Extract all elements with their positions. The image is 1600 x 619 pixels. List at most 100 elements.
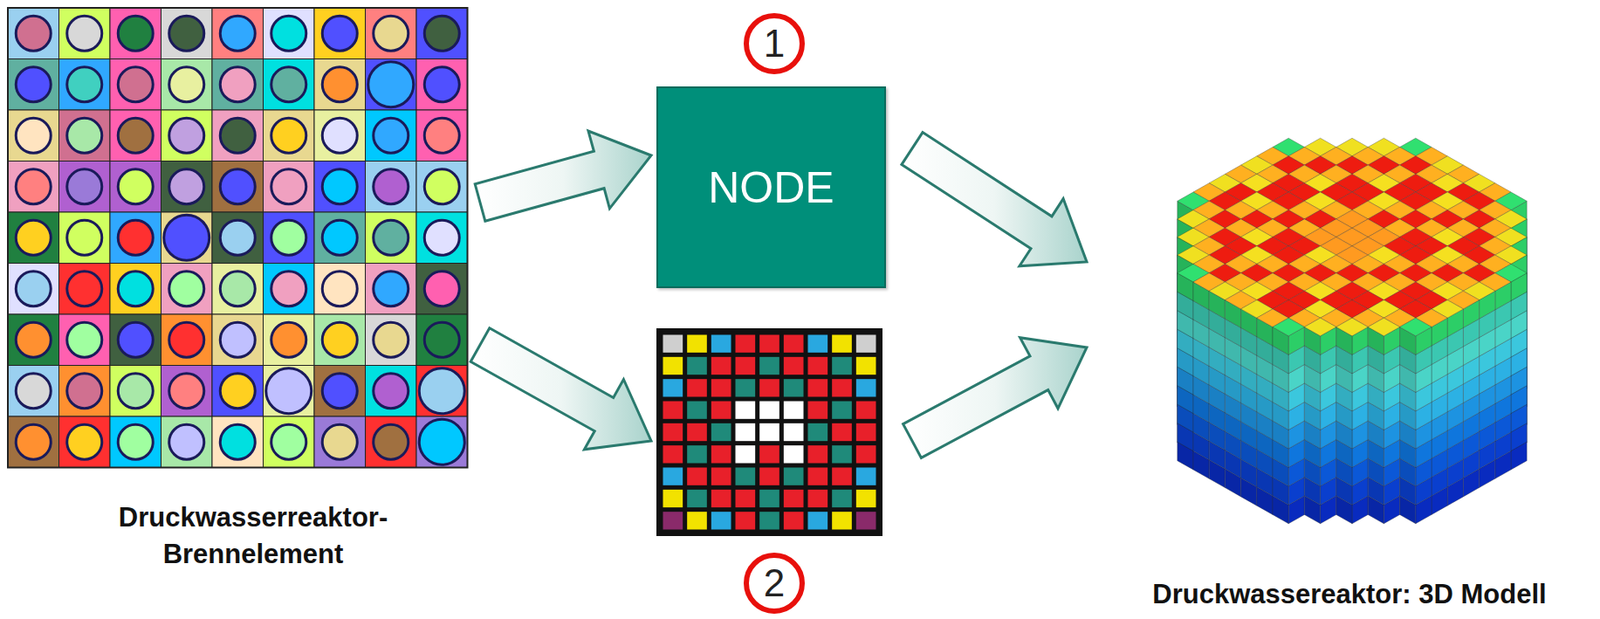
- lattice-cell: [759, 401, 780, 419]
- lattice-cell: [808, 445, 829, 463]
- fuel-pin: [271, 67, 307, 103]
- fuel-pin: [322, 424, 358, 460]
- pin-cell: [7, 109, 60, 162]
- fuel-pin: [322, 117, 358, 153]
- fuel-pin: [15, 271, 51, 307]
- fuel-pin: [424, 271, 460, 307]
- block-arrows: [470, 130, 1087, 458]
- pin-cell: [7, 314, 60, 366]
- pin-cell: [212, 161, 264, 213]
- lattice-cell: [808, 489, 829, 508]
- block-arrow: [470, 328, 652, 450]
- fuel-pin: [424, 322, 460, 358]
- fuel-pin: [219, 15, 255, 51]
- lattice-cell: [856, 445, 877, 463]
- voxel-face: [1304, 317, 1336, 337]
- pin-cell: [314, 314, 366, 366]
- pin-cell: [109, 212, 162, 264]
- block-arrow: [901, 132, 1087, 267]
- pin-cell: [263, 212, 316, 264]
- pin-cell: [416, 7, 468, 60]
- fuel-pin: [67, 117, 103, 153]
- fuel-pin: [169, 373, 205, 409]
- pin-cell: [365, 212, 418, 264]
- fuel-pin: [67, 424, 103, 460]
- fuel-pin: [117, 67, 153, 103]
- pin-cell: [263, 161, 316, 213]
- fuel-pin: [373, 169, 409, 205]
- pin-cell: [212, 263, 264, 316]
- pin-cell: [314, 161, 366, 213]
- pin-cell: [416, 59, 468, 111]
- pin-cell: [365, 416, 418, 468]
- lattice-cell: [831, 378, 852, 397]
- pin-cell: [314, 59, 366, 111]
- pin-cell: [7, 416, 60, 468]
- pin-cell: [263, 59, 316, 111]
- pin-cell: [212, 59, 264, 111]
- voxel-face: [1272, 317, 1305, 337]
- fuel-pin: [15, 117, 51, 153]
- core-model: [1177, 137, 1527, 524]
- pin-cell: [263, 263, 316, 316]
- fuel-pin: [271, 424, 307, 460]
- lattice-cell: [711, 378, 732, 397]
- pin-cell: [109, 416, 162, 468]
- pin-cell: [314, 263, 366, 316]
- lattice-cell: [735, 357, 756, 375]
- pin-cell: [109, 59, 162, 111]
- lattice-cell: [856, 401, 877, 419]
- lattice-cell: [735, 489, 756, 508]
- lattice-cell: [759, 445, 780, 463]
- fuel-pin: [322, 169, 358, 205]
- pin-cell: [109, 109, 162, 162]
- fuel-pin: [266, 368, 312, 414]
- lattice-cell: [663, 467, 684, 486]
- lattice-cell: [711, 445, 732, 463]
- fuel-pin: [373, 322, 409, 358]
- pin-cell: [109, 314, 162, 366]
- lattice-cell: [759, 378, 780, 397]
- pin-cell: [416, 416, 468, 468]
- lattice-cell: [686, 401, 708, 419]
- pin-cell: [365, 365, 418, 418]
- pin-cell: [59, 161, 111, 213]
- lattice-cell: [735, 467, 756, 486]
- pin-cell: [314, 7, 366, 60]
- lattice-cell: [711, 401, 732, 419]
- fuel-pin: [15, 219, 51, 255]
- fuel-pin: [117, 373, 153, 409]
- fuel-pin: [219, 219, 255, 255]
- lattice-cell: [663, 445, 684, 463]
- fuel-pin: [271, 117, 307, 153]
- fuel-pin: [117, 219, 153, 255]
- lattice-cell: [831, 445, 852, 463]
- pin-cell: [109, 365, 162, 418]
- lattice-cell: [831, 423, 852, 441]
- fuel-pin: [67, 169, 103, 205]
- pin-cell: [109, 7, 162, 60]
- lattice-cell: [808, 401, 829, 419]
- lattice-cell: [759, 335, 780, 353]
- lattice-cell: [711, 511, 732, 529]
- fuel-pin: [322, 322, 358, 358]
- pin-cell: [59, 7, 111, 60]
- fuel-pin: [117, 169, 153, 205]
- fuel-pin: [322, 67, 358, 103]
- lattice-cell: [735, 511, 756, 529]
- pin-cell: [161, 59, 213, 111]
- pin-cell: [59, 314, 111, 366]
- lattice-cell: [663, 401, 684, 419]
- lattice-cell: [783, 357, 804, 375]
- fuel-pin: [368, 61, 414, 108]
- lattice-cell: [735, 423, 756, 441]
- node-label: NODE: [707, 162, 834, 213]
- fuel-pin: [424, 67, 460, 103]
- lattice-cell: [686, 511, 708, 529]
- lattice-cell: [759, 511, 780, 529]
- block-arrow: [474, 130, 652, 221]
- lattice-cell: [686, 357, 708, 375]
- pin-cell: [416, 365, 468, 418]
- lattice-cell: [759, 357, 780, 375]
- pin-cell: [314, 416, 366, 468]
